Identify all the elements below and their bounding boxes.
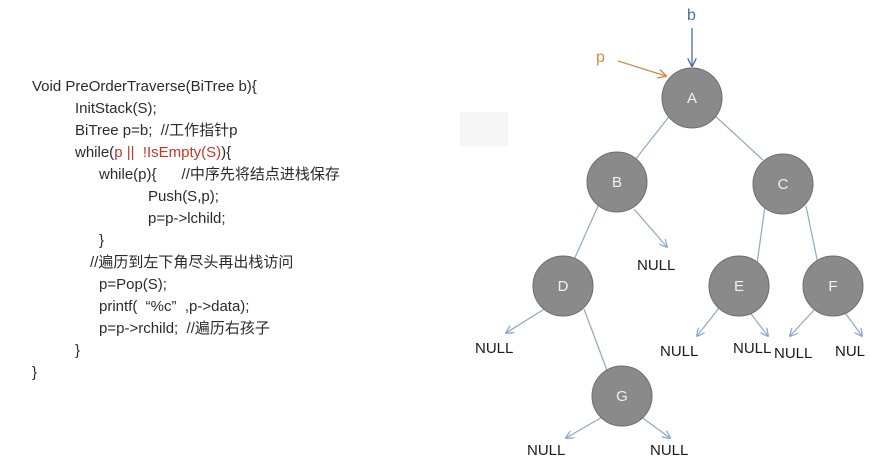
code-line-3: BiTree p=b; //工作指针p: [75, 122, 238, 139]
edge-d-null: [506, 307, 547, 333]
null-g-left: NULL: [527, 442, 565, 459]
edge-f-null-right: [842, 309, 862, 336]
code-line-2: InitStack(S);: [75, 100, 157, 117]
node-f: [802, 255, 864, 317]
edge-a-c: [712, 113, 764, 161]
node-d: [532, 255, 594, 317]
code-line-7: p=p->lchild;: [148, 210, 226, 227]
node-f-label: F: [828, 278, 837, 295]
root-pointer-label: b: [687, 7, 696, 24]
node-b: [586, 151, 648, 213]
code-line-13: }: [75, 342, 81, 359]
code-line-8: }: [99, 232, 105, 249]
code-line-10: p=Pop(S);: [99, 276, 167, 293]
code-line-11: printf( “%c” ,p->data);: [99, 298, 250, 315]
code-line-5: while(p){ //中序先将结点进栈保存: [99, 166, 340, 183]
code-line-6: Push(S,p);: [148, 188, 219, 205]
node-a-label: A: [687, 90, 697, 107]
null-g-right: NULL: [650, 442, 688, 459]
code-line-4: while(p || !IsEmpty(S)){: [75, 142, 231, 164]
code-line-9: //遍历到左下角尽头再出栈访问: [90, 254, 294, 271]
edge-c-f: [805, 205, 819, 265]
null-e-right: NULL: [733, 340, 771, 357]
null-e-left: NULL: [660, 343, 698, 360]
null-f-left: NULL: [774, 345, 812, 362]
node-d-label: D: [558, 278, 569, 295]
node-e: [708, 255, 770, 317]
node-g: [591, 365, 653, 427]
code-line-14: }: [32, 364, 38, 381]
loop-condition: p || !IsEmpty(S): [114, 144, 222, 161]
edge-g-null-left: [566, 415, 605, 438]
node-g-label: G: [616, 388, 628, 405]
code-line-12: p=p->rchild; //遍历右孩子: [99, 320, 270, 337]
while-brace: ){: [221, 144, 232, 161]
edge-g-null-right: [639, 415, 670, 438]
node-a: [661, 67, 723, 129]
edge-b-null: [633, 208, 667, 247]
node-c-label: C: [778, 176, 789, 193]
edge-c-e: [756, 205, 766, 265]
code-line-1: Void PreOrderTraverse(BiTree b){: [32, 78, 257, 95]
null-f-right: NUL: [835, 343, 865, 360]
edge-d-g: [583, 308, 609, 374]
edge-b-d: [572, 203, 600, 263]
while-keyword: while(: [75, 144, 115, 161]
edge-e-null-right: [747, 309, 768, 336]
edge-e-null-left: [697, 307, 720, 336]
null-d-left: NULL: [475, 340, 513, 357]
edge-a-b: [634, 113, 672, 161]
work-pointer-arrow: [617, 60, 666, 76]
code-block: Void PreOrderTraverse(BiTree b){ InitSta…: [32, 78, 340, 381]
background-smudge: [460, 112, 508, 146]
edge-f-null-left: [790, 309, 815, 336]
null-b-right: NULL: [637, 257, 675, 274]
node-b-label: B: [612, 174, 622, 191]
node-e-label: E: [734, 278, 744, 295]
node-c: [752, 153, 814, 215]
work-pointer-label: p: [596, 49, 605, 66]
